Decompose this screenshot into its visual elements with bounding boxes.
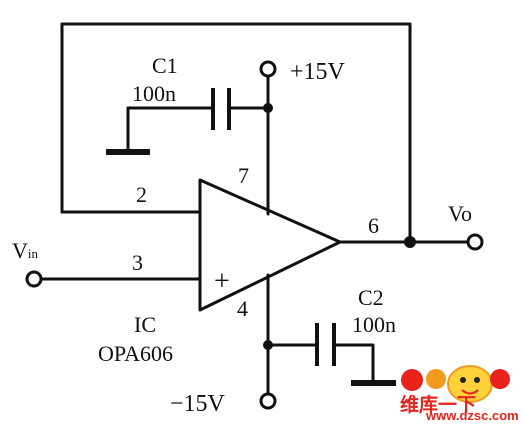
ic-part-label: OPA606 (98, 341, 173, 366)
pin2-label: 2 (136, 182, 147, 207)
c2-value-label: 100n (352, 312, 396, 337)
c2-name-label: C2 (358, 285, 384, 310)
vin-terminal (25, 270, 43, 288)
badge-icon (401, 369, 423, 391)
c1-value-label: 100n (132, 81, 176, 106)
c1-name-label: C1 (152, 53, 178, 78)
pin3-label: 3 (132, 250, 143, 275)
feedback-loop-wire (60, 22, 412, 242)
vminus-label: −15V (170, 391, 226, 417)
pin4-label: 4 (237, 296, 248, 321)
dzsc-watermark-logo: 维库一下 www.dzsc.com (400, 365, 519, 423)
ic-label: IC (134, 312, 156, 337)
vin-label: Vin (12, 238, 39, 263)
pin7-label: 7 (238, 163, 249, 188)
opamp-triangle (198, 178, 342, 312)
vminus-terminal (259, 392, 277, 410)
vo-label: Vo (448, 201, 472, 226)
vo-terminal (466, 233, 484, 251)
vplus-label: +15V (290, 59, 346, 85)
c1-wire-left (126, 106, 215, 152)
watermark-site-text: www.dzsc.com (425, 408, 519, 423)
pin6-label: 6 (368, 213, 379, 238)
vplus-terminal (259, 60, 277, 78)
watermark-cn-text: 维库一下 (400, 393, 476, 416)
output-node (404, 236, 416, 248)
noninverting-plus-label: + (214, 266, 230, 297)
c2-wire-right (332, 343, 375, 384)
